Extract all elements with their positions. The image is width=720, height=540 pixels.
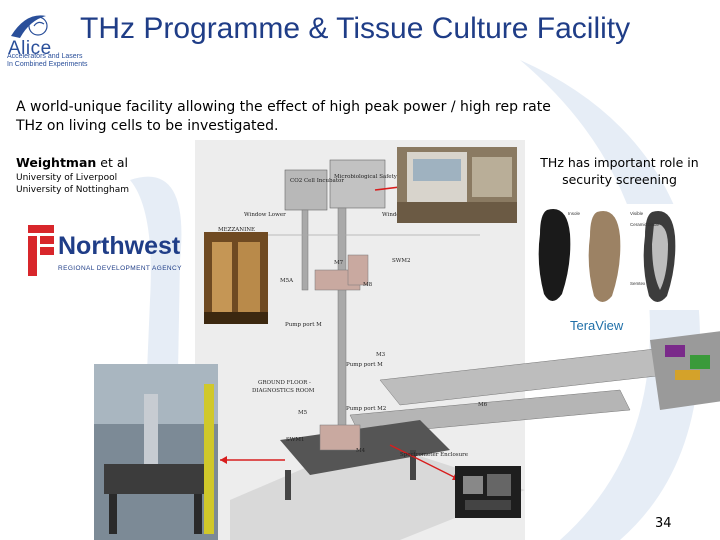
laser-lab-photo	[94, 364, 218, 540]
northwest-wordmark: Northwest	[58, 232, 181, 260]
shoe-scan-image	[532, 204, 702, 310]
label-m8: M8	[363, 282, 373, 288]
northwest-subtitle: REGIONAL DEVELOPMENT AGENCY	[58, 265, 182, 272]
logo-subtitle-1: Accelerators and Lasers	[7, 53, 83, 60]
lab-cabinet-photo	[397, 147, 517, 223]
northwest-logo-mark	[28, 225, 54, 276]
teraview-logo: TeraView	[570, 318, 624, 333]
label-pump-port-1: Pump port M	[285, 322, 322, 328]
page-title: THz Programme & Tissue Culture Facility	[80, 12, 631, 45]
security-screening-note: THz has important role in security scree…	[540, 155, 699, 187]
label-cell-incubator: CO2 Cell Incubator	[290, 178, 344, 184]
label-spectrometer-enclosure: Spectrometer Enclosure	[400, 452, 469, 458]
author-line: Weightman et al	[16, 155, 128, 170]
label-swm1: SWM1	[286, 437, 305, 443]
intro-text: A world-unique facility allowing the eff…	[16, 99, 551, 134]
label-m5a: M5A	[280, 278, 294, 284]
label-m3: M3	[376, 352, 386, 358]
label-m4: M4	[356, 448, 366, 454]
label-m6: M6	[478, 402, 488, 408]
alice-logo	[11, 15, 48, 38]
shoe-label-visible: Visible	[630, 211, 644, 216]
logo-subtitle-2: In Combined Experiments	[7, 61, 88, 68]
label-mezzanine: MEZZANINE	[218, 227, 256, 233]
label-m5: M5	[298, 410, 308, 416]
affiliation-nottingham: University of Nottingham	[16, 185, 129, 195]
label-pump-port-2: Pump port M	[346, 362, 383, 368]
logo-wordmark: Alice	[8, 38, 52, 59]
label-diagnostics-room: DIAGNOSTICS ROOM	[252, 388, 315, 394]
label-swm2: SWM2	[392, 258, 411, 264]
corridor-photo	[204, 232, 268, 324]
affiliation-liverpool: University of Liverpool	[16, 173, 118, 183]
page-number: 34	[655, 516, 672, 531]
author-name: Weightman	[16, 155, 97, 170]
label-window-left: Window Lower	[244, 212, 286, 218]
shoe-label-ceramic-blade: Ceramic blade	[630, 222, 660, 227]
label-m7: M7	[334, 260, 344, 266]
label-safety-cabinet: Microbiological Safety Cabinet	[334, 174, 421, 180]
label-ground-floor: GROUND FLOOR -	[258, 380, 311, 386]
shoe-label-insole: Insole	[568, 211, 581, 216]
shoe-label-semtex: Semtex	[630, 281, 646, 286]
enclosure-photo	[455, 466, 521, 518]
label-pump-port-3: Pump port M2	[346, 406, 387, 412]
author-suffix: et al	[96, 155, 128, 170]
